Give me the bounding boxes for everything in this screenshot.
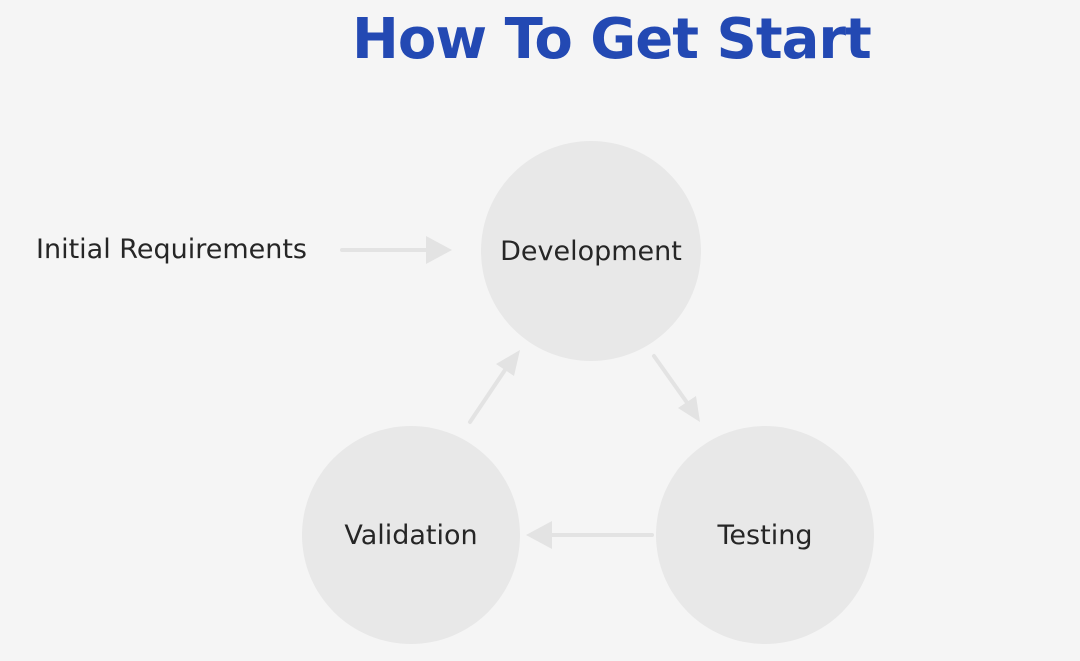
arrow-development-to-testing xyxy=(652,354,700,422)
node-testing-label: Testing xyxy=(717,519,813,551)
arrow-testing-to-validation xyxy=(526,521,654,549)
arrow-validation-to-development xyxy=(468,350,520,424)
node-testing: Testing xyxy=(656,426,874,644)
title-container: How To Get Start xyxy=(352,4,872,76)
node-validation: Validation xyxy=(302,426,520,644)
node-development: Development xyxy=(481,141,701,361)
node-development-label: Development xyxy=(500,235,682,267)
node-validation-label: Validation xyxy=(344,519,478,551)
initial-requirements-label: Initial Requirements xyxy=(36,234,308,265)
diagram-title: How To Get Start xyxy=(352,7,872,72)
arrow-requirements-to-development xyxy=(340,236,452,264)
